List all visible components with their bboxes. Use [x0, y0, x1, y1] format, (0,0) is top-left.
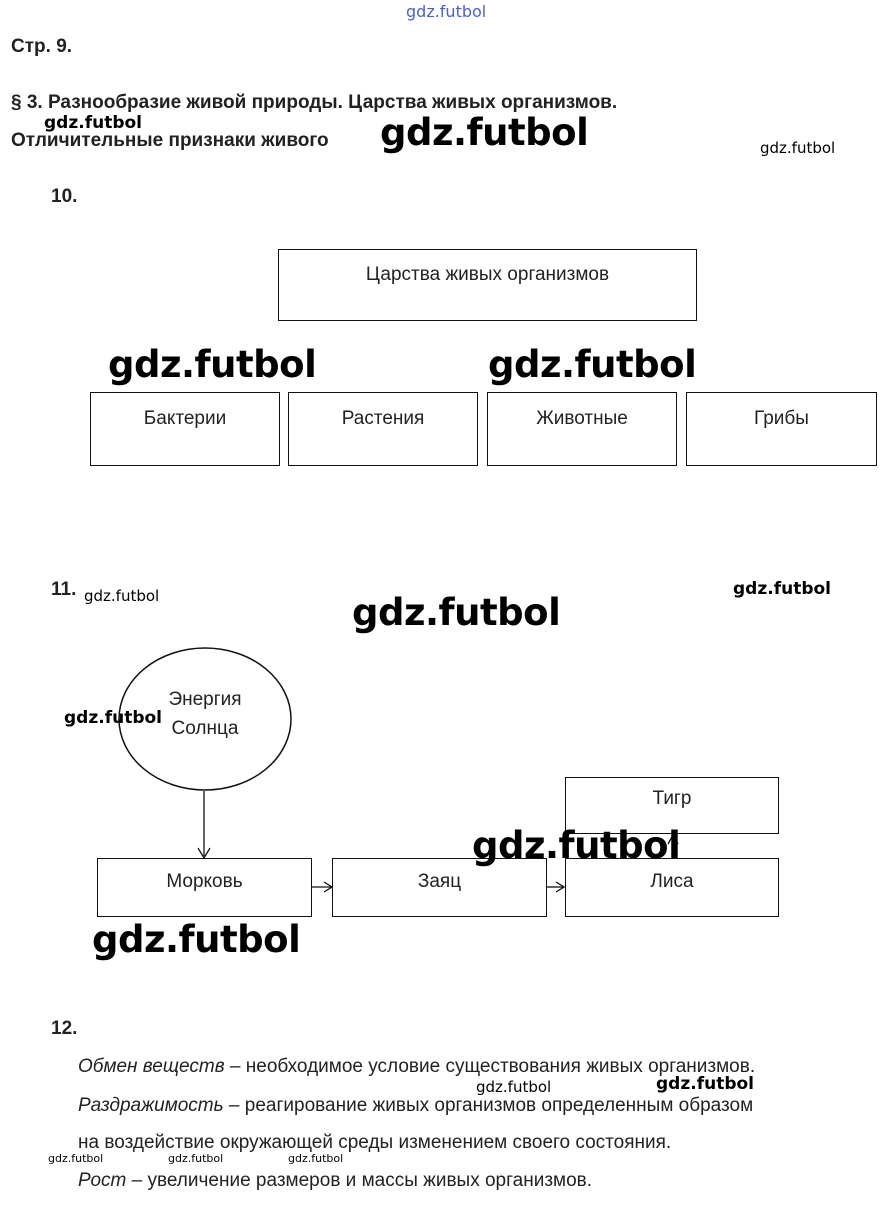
chain-box-top: Тигр — [565, 777, 779, 834]
chain-label: Заяц — [417, 871, 462, 892]
definition: на воздействие окружающей среды изменени… — [78, 1132, 672, 1153]
chain-box: Лиса — [565, 858, 779, 917]
chain-box: Заяц — [332, 858, 547, 917]
sun-label: Энергия Солнца — [140, 685, 270, 743]
task-11-number: 11. — [51, 579, 77, 600]
watermark: gdz.futbol — [64, 708, 162, 728]
task-12-number: 12. — [51, 1018, 78, 1039]
watermark: gdz.futbol — [288, 1152, 344, 1165]
kingdom-label: Грибы — [754, 408, 809, 429]
kingdom-label: Животные — [536, 408, 628, 429]
watermark: gdz.futbol — [472, 824, 681, 867]
chain-label: Морковь — [166, 871, 243, 892]
sun-label-line: Энергия — [168, 689, 242, 710]
section-title: § 3. Разнообразие живой природы. Царства… — [11, 92, 618, 113]
chain-label: Лиса — [650, 871, 694, 892]
arrow-head — [667, 833, 679, 845]
definition-line: Раздражимость – реагирование живых орган… — [78, 1095, 753, 1117]
kingdom-label: Бактерии — [143, 408, 227, 429]
section-subtitle: Отличительные признаки живого — [11, 130, 329, 151]
watermark: gdz.futbol — [44, 113, 142, 133]
kingdom-box: Растения — [288, 392, 478, 466]
definition: – увеличение размеров и массы живых орга… — [126, 1170, 593, 1191]
watermark: gdz.futbol — [380, 111, 589, 154]
definition: – реагирование живых организмов определе… — [223, 1095, 754, 1116]
watermark: gdz.futbol — [108, 343, 317, 386]
kingdom-box: Животные — [487, 392, 677, 466]
definition-line: на воздействие окружающей среды изменени… — [78, 1132, 671, 1154]
watermark: gdz.futbol — [733, 579, 831, 599]
sun-label-line: Солнца — [171, 718, 239, 739]
watermark: gdz.futbol — [168, 1152, 224, 1165]
watermark: gdz.futbol — [656, 1074, 754, 1094]
watermark: gdz.futbol — [352, 591, 561, 634]
kingdoms-root-box: Царства живых организмов — [278, 249, 697, 321]
definition-line: Рост – увеличение размеров и массы живых… — [78, 1170, 592, 1192]
term: Обмен веществ — [78, 1056, 225, 1077]
definition-line: Обмен веществ – необходимое условие суще… — [78, 1056, 755, 1078]
kingdoms-root-label: Царства живых организмов — [365, 264, 610, 285]
sun-ellipse — [118, 647, 292, 791]
watermark: gdz.futbol — [760, 139, 836, 157]
kingdom-label: Растения — [341, 408, 425, 429]
watermark: gdz.futbol — [476, 1078, 552, 1096]
chain-label: Тигр — [652, 788, 692, 809]
kingdom-box: Грибы — [686, 392, 877, 466]
task-10-number: 10. — [51, 186, 78, 207]
watermark-top: gdz.futbol — [406, 2, 487, 21]
kingdom-box: Бактерии — [90, 392, 280, 466]
watermark: gdz.futbol — [84, 587, 160, 605]
chain-box: Морковь — [97, 858, 312, 917]
term: Рост — [78, 1170, 127, 1191]
definition: – необходимое условие существования живы… — [224, 1056, 756, 1077]
watermark: gdz.futbol — [488, 343, 697, 386]
watermark: gdz.futbol — [92, 918, 301, 961]
page-number: Стр. 9. — [11, 36, 73, 57]
term: Раздражимость — [78, 1095, 224, 1116]
arrow-head — [555, 881, 566, 893]
watermark: gdz.futbol — [48, 1152, 104, 1165]
